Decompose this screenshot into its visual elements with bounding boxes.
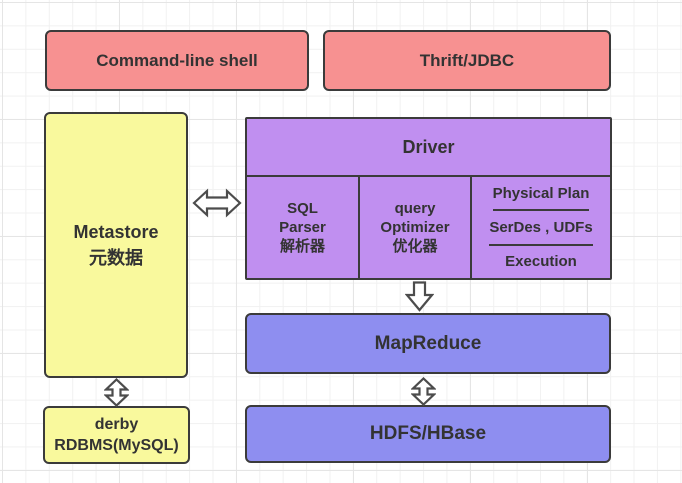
hdfs-hbase-label: HDFS/HBase xyxy=(369,423,487,444)
sql-parser-cell: SQL Parser 解析器 xyxy=(247,177,360,278)
physical-plan-cell: Physical Plan xyxy=(492,177,590,212)
query-optimizer-line3: 优化器 xyxy=(392,238,438,255)
hdfs-hbase-box: HDFS/HBase xyxy=(245,405,611,463)
serdes-udfs-label: SerDes , UDFs xyxy=(489,218,593,236)
driver-title: Driver xyxy=(247,119,610,177)
command-line-shell-label: Command-line shell xyxy=(96,50,258,70)
sql-parser-line3: 解析器 xyxy=(279,238,325,255)
driver-box: Driver SQL Parser 解析器 query Optimizer 优化… xyxy=(245,117,612,280)
query-optimizer-cell: query Optimizer 优化器 xyxy=(360,177,472,278)
execution-label: Execution xyxy=(505,253,577,271)
driver-mapreduce-down-arrow-icon xyxy=(405,281,434,312)
command-line-shell-box: Command-line shell xyxy=(45,30,309,91)
physical-plan-label: Physical Plan xyxy=(492,184,590,202)
metastore-driver-bidirectional-arrow-icon xyxy=(192,187,242,219)
thrift-jdbc-label: Thrift/JDBC xyxy=(419,50,515,70)
metastore-label-cn: 元数据 xyxy=(89,248,143,268)
mapreduce-hdfs-bidirectional-arrow-icon xyxy=(411,377,436,406)
mapreduce-label: MapReduce xyxy=(374,332,482,354)
metastore-box: Metastore 元数据 xyxy=(44,112,188,378)
execution-cell: Execution xyxy=(505,246,577,278)
sql-parser-line1: SQL xyxy=(287,200,318,217)
serdes-udfs-cell: SerDes , UDFs xyxy=(489,211,593,246)
metastore-label-en: Metastore xyxy=(73,222,159,242)
rdbms-mysql-label: RDBMS(MySQL) xyxy=(54,437,179,454)
mapreduce-box: MapReduce xyxy=(245,313,611,374)
query-optimizer-line2: Optimizer xyxy=(380,219,450,236)
metastore-derby-bidirectional-arrow-icon xyxy=(104,378,129,407)
driver-title-label: Driver xyxy=(402,136,455,157)
thrift-jdbc-box: Thrift/JDBC xyxy=(323,30,611,91)
driver-body: SQL Parser 解析器 query Optimizer 优化器 Physi… xyxy=(247,177,610,278)
driver-right-column: Physical Plan SerDes , UDFs Execution xyxy=(472,177,610,278)
query-optimizer-line1: query xyxy=(394,200,436,217)
sql-parser-line2: Parser xyxy=(279,219,326,236)
derby-label: derby xyxy=(94,416,139,433)
derby-rdbms-box: derby RDBMS(MySQL) xyxy=(43,406,190,464)
